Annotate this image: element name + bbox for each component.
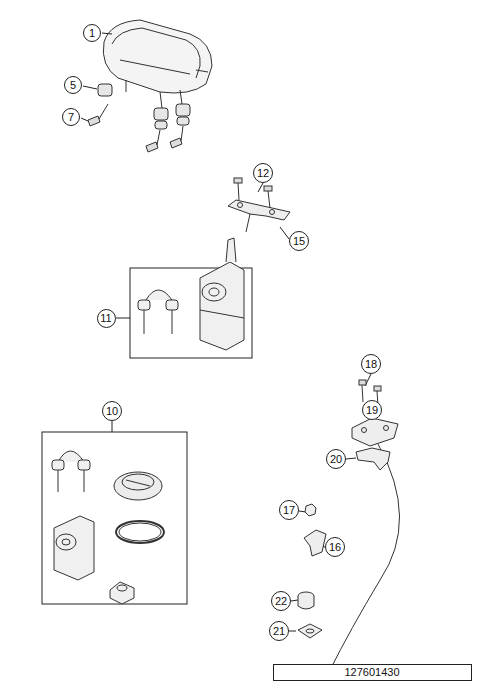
lock-plate: [352, 418, 398, 446]
figure-number: 127601430: [273, 664, 472, 681]
callout-text: 5: [70, 80, 76, 91]
bracket: [228, 200, 290, 232]
leaders: [81, 33, 388, 631]
keys: [138, 290, 178, 334]
instrument-cluster: [103, 20, 212, 108]
callout-number: 18: [361, 354, 381, 374]
callout-number: 15: [289, 231, 309, 251]
callout-text: 10: [106, 406, 118, 417]
callout-number: 22: [271, 591, 291, 611]
lock-cylinder: [298, 592, 314, 609]
callout-text: 19: [366, 405, 378, 416]
callout-text: 7: [68, 112, 74, 123]
callout-number: 19: [362, 400, 382, 420]
screws: [88, 104, 183, 152]
callout-number: 10: [102, 401, 122, 421]
kit-frame: [42, 432, 187, 604]
callout-number: 5: [64, 76, 82, 94]
figure-text: 127601430: [344, 667, 399, 678]
gasket: [298, 624, 322, 638]
callout-text: 21: [273, 626, 285, 637]
clip: [304, 530, 326, 556]
callout-text: 17: [283, 505, 295, 516]
callout-number: 16: [325, 537, 345, 557]
callout-text: 15: [293, 236, 305, 247]
nut: [305, 504, 316, 516]
callout-text: 20: [330, 454, 342, 465]
callout-text: 22: [275, 596, 287, 607]
seal-ring: [116, 521, 164, 543]
grommets: [98, 84, 190, 129]
bracket: [356, 448, 390, 470]
ignition-lock: [54, 516, 94, 580]
callout-number: 11: [97, 309, 116, 328]
lock-cable: [330, 444, 400, 670]
callout-number: 17: [279, 500, 299, 520]
callout-text: 16: [329, 542, 341, 553]
screws: [234, 178, 272, 208]
seat-lock: [110, 582, 134, 604]
callout-number: 20: [326, 449, 346, 469]
callout-text: 12: [257, 168, 269, 179]
callout-number: 21: [269, 621, 289, 641]
callout-text: 18: [365, 359, 377, 370]
keys: [52, 451, 90, 492]
tank-cap: [114, 472, 162, 500]
callout-text: 1: [89, 28, 95, 39]
callout-number: 12: [253, 163, 273, 183]
callout-number: 1: [83, 24, 101, 42]
ignition-lock: [200, 238, 244, 350]
callout-text: 11: [100, 313, 111, 324]
callout-number: 7: [62, 108, 80, 126]
